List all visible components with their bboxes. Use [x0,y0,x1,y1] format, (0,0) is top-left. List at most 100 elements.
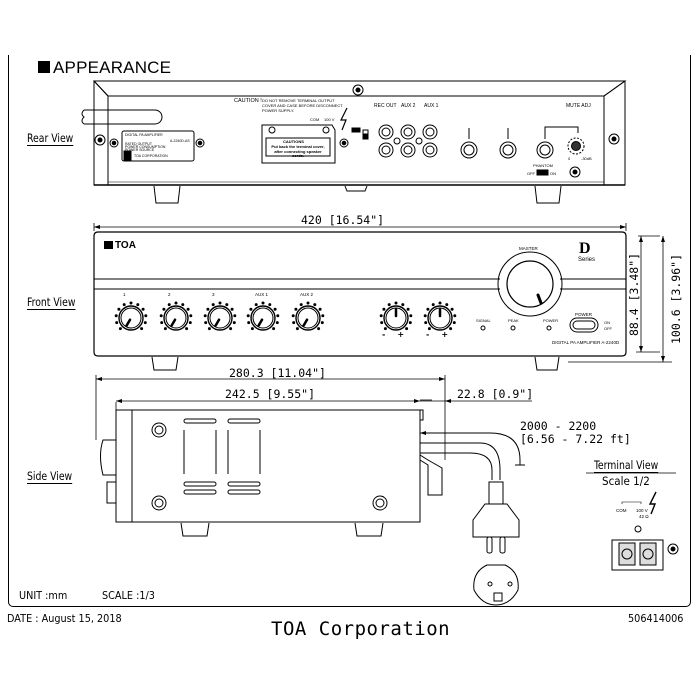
terminal-cover [261,124,336,164]
rating-plate-product: DIGITAL PA AMPLIFIER [125,133,163,137]
scale-tick [181,303,185,307]
scale-tick [449,327,453,331]
scale-tick [206,307,210,311]
section-title: APPEARANCE [38,58,171,78]
dim-height-body: 88.4 [3.48"] [627,252,641,336]
scale-tick [247,321,251,325]
bass-knob[interactable] [379,301,413,331]
scale-tick [318,307,322,311]
scale-tick [185,327,189,331]
volume-knob-1[interactable] [114,301,148,331]
scale-tick [453,314,457,318]
knob-pointer [125,318,132,328]
terminal-view-scale: Scale 1/2 [602,474,650,488]
scale-tick [141,307,145,311]
scale-tick [225,303,229,307]
treble-knob-range-marks: - + [426,330,449,339]
knob-pointer [257,318,264,328]
cover-caution-text: Put back the terminal cover, after conne… [271,144,325,158]
channel-label: AUX 2 [300,292,314,297]
front-model-text: DIGITAL PA AMPLIFIER A-2240D [552,340,620,345]
dim-cord-ft: [6.56 - 7.22 ft] [520,432,631,446]
scale-tick [246,314,250,318]
phantom-off: OFF [527,171,535,176]
screw-icon [667,543,679,555]
toa-logo-mark-icon [104,241,113,249]
terminal-100v-label: 100 V [636,508,648,513]
scale-tick [140,327,144,331]
scale-tick [122,303,126,307]
scale-tick [273,307,277,311]
series-letter: D [579,240,591,257]
toa-logo: TOA [104,240,136,251]
scale-tick [163,327,167,331]
scale-tick [250,327,254,331]
screw-icon [94,134,106,146]
scale-tick [383,327,387,331]
square-bullet-icon [38,61,50,73]
scale-tick [409,314,413,318]
terminal-com-label: COM [616,508,627,513]
scale-tick [115,321,119,325]
unit-label: UNIT :mm [19,589,68,602]
scale-tick [394,301,398,305]
scale-tick [306,301,310,305]
dim-width: 420 [16.54"] [301,213,385,227]
scale-tick [401,303,405,307]
bass-knob-range-marks: - + [382,330,405,339]
scale-tick [129,301,133,305]
section-title-text: APPEARANCE [53,58,172,77]
treble-knob[interactable] [423,301,457,331]
rear-panel [81,80,627,204]
scale-tick [405,327,409,331]
scale-tick [144,314,148,318]
rear-terminal-com: COM [310,117,320,122]
jack-label-aux2: AUX 2 [401,103,416,109]
terminal-block [586,472,679,571]
scale-tick [167,303,171,307]
dim-depth-front: 22.8 [0.9"] [457,387,534,401]
screw-icon [372,495,388,511]
scale-tick [230,307,234,311]
dim-depth-total: 280.3 [11.04"] [229,366,326,380]
scale-tick [276,314,280,318]
screw-icon [109,138,119,148]
power-button-label: POWER [575,312,593,317]
terminal-42ohm-label: 42 Ω [639,514,649,519]
scale-tick [186,307,190,311]
scale-tick [272,327,276,331]
scale-tick [291,314,295,318]
scale-tick [424,321,428,325]
scale-tick [207,327,211,331]
volume-knob-5[interactable] [291,301,325,331]
scale-tick [114,314,118,318]
scale-tick [229,327,233,331]
scale-tick [249,307,253,311]
rating-plate-model: A-2240D-AS [170,139,190,143]
date-label: DATE : August 15, 2018 [7,612,122,625]
power-on-label: ON [604,320,610,325]
company-name: TOA Corporation [271,618,451,640]
front-view-label: Front View [27,295,76,309]
mute-adj-min: 0 [568,156,571,161]
volume-knob-3[interactable] [203,301,237,331]
dimension-arrows [94,225,665,435]
phantom-on: ON [550,171,556,176]
scale-tick [387,303,391,307]
scale-tick [427,327,431,331]
screw-icon [151,495,167,511]
indicator-peak-label: PEAK [508,318,519,323]
scale-tick [118,327,122,331]
volume-knob-4[interactable] [246,301,280,331]
volume-knob-2[interactable] [159,301,193,331]
channel-label: 3 [212,292,215,297]
terminal-view-label: Terminal View [594,458,659,472]
scale-tick [380,321,384,325]
scale-tick [268,303,272,307]
scale-tick [292,321,296,325]
scale-tick [136,303,140,307]
caution-title: CAUTION ! [234,98,262,104]
scale-tick [426,307,430,311]
knob-pointer [214,318,221,328]
